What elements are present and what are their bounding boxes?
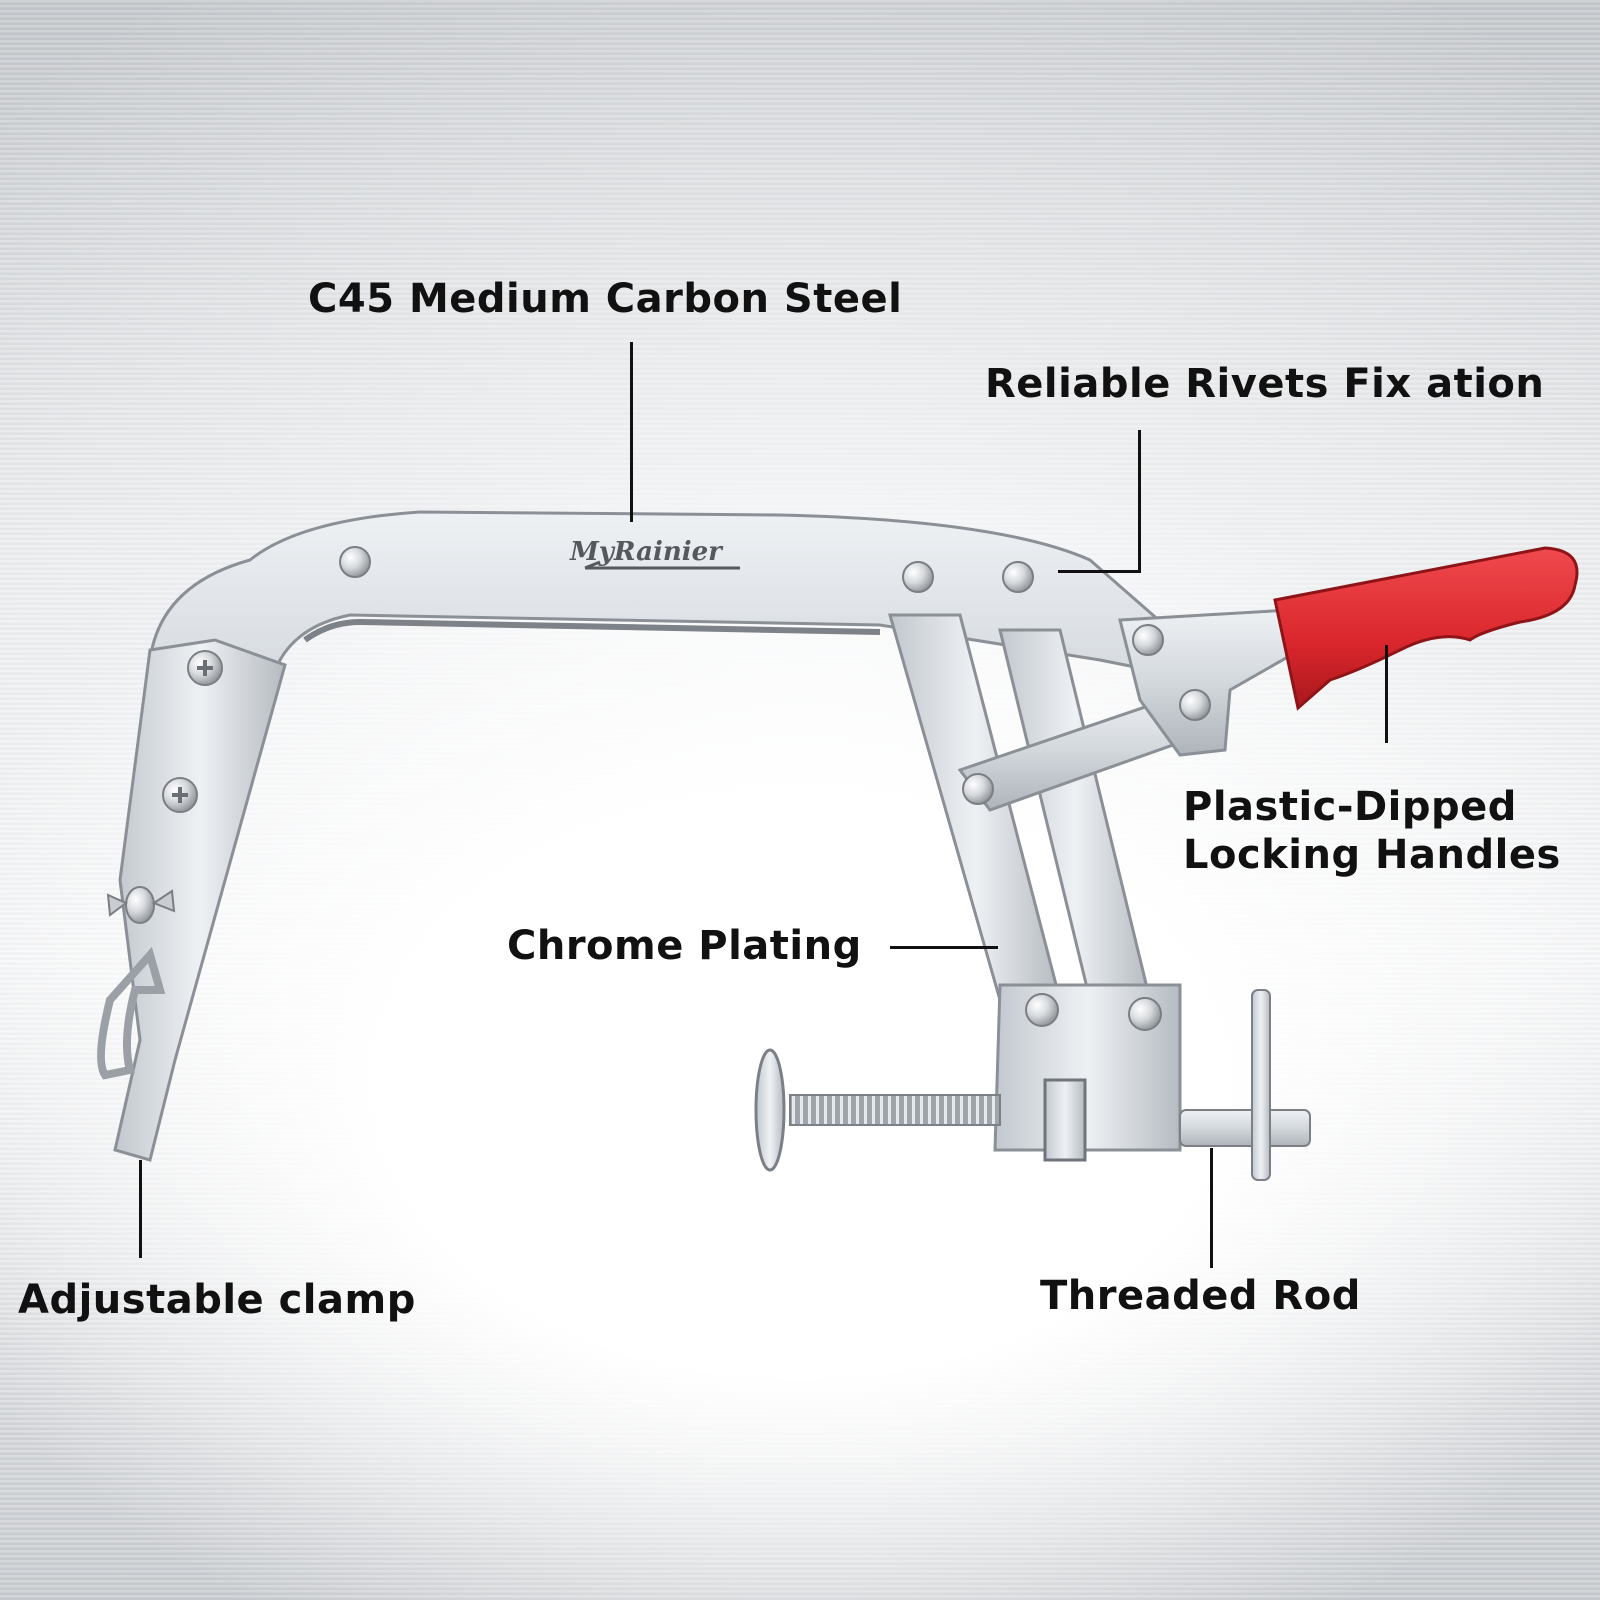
label-clamp: Adjustable clamp	[18, 1277, 416, 1323]
left-jaw-arm	[113, 638, 287, 1162]
rivet	[1179, 689, 1211, 721]
leader-rivets-horizontal	[1058, 570, 1141, 573]
t-bar-shaft	[1179, 1109, 1311, 1147]
adjustable-clamp-hook	[97, 946, 166, 1080]
rivet	[1128, 997, 1162, 1031]
screw	[187, 650, 223, 686]
t-bar-handle	[1251, 989, 1271, 1181]
rivet	[1002, 561, 1034, 593]
wing-nut	[106, 886, 176, 924]
red-handle-grip	[1273, 546, 1579, 711]
foot-pad	[754, 1048, 786, 1172]
rivet	[1025, 993, 1059, 1027]
threaded-rod	[789, 1094, 1001, 1126]
rivet	[962, 773, 994, 805]
screw	[162, 777, 198, 813]
label-rod: Threaded Rod	[1040, 1273, 1361, 1319]
leader-steel	[630, 342, 633, 522]
upper-arm	[148, 510, 1172, 882]
label-steel: C45 Medium Carbon Steel	[308, 276, 903, 322]
label-plating: Chrome Plating	[507, 923, 862, 969]
leader-rod	[1210, 1148, 1213, 1268]
rivet	[1132, 624, 1164, 656]
rivet	[902, 561, 934, 593]
brand-logo: MyRainier	[569, 537, 724, 567]
hex-nut	[1043, 1078, 1087, 1162]
leader-handles	[1385, 645, 1388, 743]
leader-rivets-vertical	[1138, 430, 1141, 572]
leader-clamp	[139, 1160, 142, 1258]
label-handles-line1: Plastic-Dipped	[1183, 784, 1517, 830]
rivets	[162, 546, 1211, 1031]
rivet	[339, 546, 371, 578]
leader-plating	[890, 946, 998, 949]
label-rivets: Reliable Rivets Fix ation	[985, 361, 1545, 407]
label-handles-line2: Locking Handles	[1183, 832, 1561, 878]
